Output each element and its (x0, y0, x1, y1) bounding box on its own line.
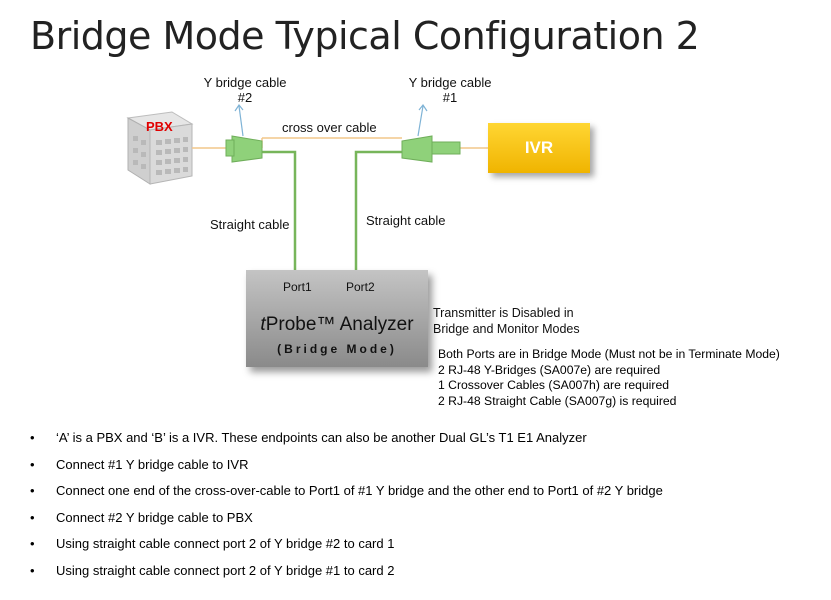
transmitter-note: Transmitter is Disabled in Bridge and Mo… (433, 305, 580, 337)
analyzer-port1-label: Port1 (283, 280, 312, 294)
y-bridge-2-label-line2: #2 (237, 90, 253, 105)
straight-cable-left-line (262, 150, 297, 270)
transmitter-note-line2: Bridge and Monitor Modes (433, 322, 580, 336)
pbx-device-icon (126, 111, 194, 185)
bullet-icon: • (30, 456, 35, 472)
straight-cable-right-line (354, 150, 402, 270)
y-bridge-2-connector-icon (225, 135, 263, 163)
list-item-text: ‘A’ is a PBX and ‘B’ is a IVR. These end… (56, 430, 587, 445)
analyzer-mode: (Bridge Mode) (277, 342, 397, 356)
analyzer-port2-label: Port2 (346, 280, 375, 294)
bullet-icon: • (30, 562, 35, 578)
requirement-item: 2 RJ-48 Y-Bridges (SA007e) are required (438, 362, 661, 377)
ivr-device: IVR (488, 123, 590, 173)
y-bridge-2-label-line1: Y bridge cable (203, 75, 287, 90)
list-item: • Connect #2 Y bridge cable to PBX (30, 510, 820, 537)
list-item: • Connect one end of the cross-over-cable… (30, 483, 820, 510)
list-item-text: Connect #1 Y bridge cable to IVR (56, 456, 249, 472)
straight-cable-right-label: Straight cable (366, 213, 446, 228)
list-item: • Connect #1 Y bridge cable to IVR (30, 457, 820, 484)
list-item-text: Connect one end of the cross-over-cable … (56, 483, 663, 498)
transmitter-note-line1: Transmitter is Disabled in (433, 306, 574, 320)
list-item: • Using straight cable connect port 2 of … (30, 563, 820, 590)
y-bridge-1-label-line2: #1 (442, 90, 458, 105)
requirements-list: Both Ports are in Bridge Mode (Must not … (438, 347, 780, 409)
analyzer-name: tProbe™ Analyzer (246, 314, 428, 336)
bullet-icon: • (30, 509, 35, 525)
straight-cable-left-label: Straight cable (210, 217, 290, 232)
bullet-icon: • (30, 536, 35, 551)
y-bridge-1-label-line1: Y bridge cable (408, 75, 492, 90)
bullet-icon: • (30, 483, 35, 498)
analyzer-name-rest: Probe™ Analyzer (265, 314, 414, 335)
y-bridge-1-connector-icon (401, 135, 461, 163)
tprobe-analyzer-device: Port1 Port2 tProbe™ Analyzer (Bridge Mod… (246, 270, 428, 367)
y-bridge-2-pointer-icon (234, 103, 244, 137)
y-bridge-1-label: Y bridge cable #1 (400, 75, 500, 105)
y-bridge-1-pointer-icon (417, 103, 428, 137)
bullet-icon: • (30, 430, 35, 445)
requirement-item: Both Ports are in Bridge Mode (Must not … (438, 347, 780, 361)
list-item: • ‘A’ is a PBX and ‘B’ is a IVR. These en… (30, 430, 820, 457)
y-bridge-2-label: Y bridge cable #2 (200, 75, 290, 105)
list-item-text: Connect #2 Y bridge cable to PBX (56, 509, 253, 525)
list-item-text: Using straight cable connect port 2 of Y… (56, 562, 395, 578)
list-item: • Using straight cable connect port 2 of … (30, 536, 820, 563)
crossover-cable-label: cross over cable (282, 120, 377, 135)
page-title: Bridge Mode Typical Configuration 2 (30, 14, 700, 58)
pbx-label: PBX (146, 119, 173, 134)
requirement-item: 1 Crossover Cables (SA007h) are required (438, 378, 669, 392)
instruction-list: • ‘A’ is a PBX and ‘B’ is a IVR. These en… (30, 430, 820, 589)
list-item-text: Using straight cable connect port 2 of Y… (56, 536, 395, 551)
analyzer-name-italic: t (260, 314, 266, 335)
requirement-item: 2 RJ-48 Straight Cable (SA007g) is requi… (438, 393, 677, 408)
